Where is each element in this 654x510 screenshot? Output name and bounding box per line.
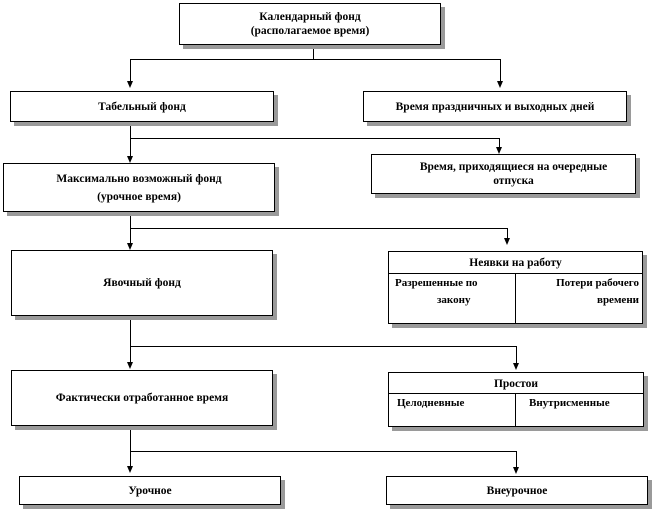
holidays-box: Время праздничных и выходных дней: [363, 91, 627, 122]
vacations-title: Время, приходящиеся на очередные: [419, 161, 608, 173]
arrow-to-attendance: [127, 243, 133, 250]
attendance-fund-title: Явочный фонд: [103, 277, 181, 289]
connector-calendar-hbar: [130, 59, 501, 60]
absences-right-line2: времени: [597, 294, 639, 306]
max-fund-title: Максимально возможный фонд: [56, 172, 222, 185]
overtime-box: Внеурочное: [386, 476, 648, 505]
connector-calendar-stem: [313, 45, 314, 60]
arrow-to-holidays: [497, 81, 503, 88]
connector-actual-stem: [130, 426, 131, 470]
arrow-to-vacations: [496, 147, 502, 154]
arrow-to-overtime: [513, 467, 519, 474]
arrow-to-max-fund: [127, 156, 133, 163]
downtime-box: Простои Целодневные Внутрисменные: [388, 372, 644, 427]
connector-to-vacations: [499, 138, 500, 147]
max-fund-subtitle: (урочное время): [97, 190, 181, 203]
absences-right-line1: Потери рабочего: [556, 277, 639, 289]
connector-tabular-hbar: [130, 138, 500, 139]
overtime-title: Внеурочное: [486, 484, 548, 497]
absences-left-line2: закону: [437, 294, 471, 306]
downtime-column-divider: [515, 393, 516, 426]
downtime-right-cell: Внутрисменные: [529, 397, 610, 409]
holidays-title: Время праздничных и выходных дней: [395, 100, 595, 113]
calendar-fund-subtitle: (располагаемое время): [250, 25, 370, 37]
connector-to-downtime: [516, 346, 517, 363]
downtime-left-cell: Целодневные: [397, 397, 465, 409]
connector-attendance-stem: [130, 316, 131, 366]
arrow-to-downtime: [513, 363, 519, 370]
tabular-fund-box: Табельный фонд: [10, 91, 274, 122]
absences-left-line1: Разрешенные по: [395, 277, 478, 289]
actual-time-title: Фактически отработанное время: [55, 392, 229, 404]
connector-attendance-hbar: [130, 346, 517, 347]
connector-max-hbar: [130, 228, 508, 229]
arrow-to-actual: [127, 362, 133, 369]
connector-actual-hbar: [130, 451, 517, 452]
actual-time-box: Фактически отработанное время: [11, 370, 273, 426]
connector-tabular-stem: [130, 122, 131, 160]
absences-column-divider: [515, 273, 516, 323]
vacations-box: Время, приходящиеся на очередные отпуска: [371, 154, 636, 194]
arrow-to-tabular: [127, 81, 133, 88]
regular-box: Урочное: [19, 476, 281, 505]
arrow-to-absences: [504, 238, 510, 245]
calendar-fund-box: Календарный фонд (располагаемое время): [179, 3, 441, 45]
tabular-fund-title: Табельный фонд: [98, 100, 186, 113]
absences-right-cell: Потери рабочего времени: [519, 276, 639, 307]
calendar-fund-title: Календарный фонд: [259, 11, 361, 23]
downtime-title: Простои: [493, 378, 539, 390]
max-fund-box: Максимально возможный фонд (урочное врем…: [3, 163, 275, 212]
absences-title: Неявки на работу: [469, 257, 562, 269]
connector-to-absences: [507, 228, 508, 238]
attendance-fund-box: Явочный фонд: [11, 250, 273, 316]
connector-max-stem: [130, 212, 131, 247]
connector-to-tabular: [130, 59, 131, 81]
connector-to-overtime: [516, 451, 517, 467]
downtime-divider: [389, 393, 643, 394]
absences-left-cell: Разрешенные по закону: [395, 276, 513, 307]
vacations-subtitle: отпуска: [493, 175, 534, 187]
connector-to-holidays: [500, 59, 501, 81]
regular-title: Урочное: [128, 484, 172, 497]
arrow-to-regular: [127, 466, 133, 473]
absences-box: Неявки на работу Разрешенные по закону П…: [388, 251, 643, 324]
